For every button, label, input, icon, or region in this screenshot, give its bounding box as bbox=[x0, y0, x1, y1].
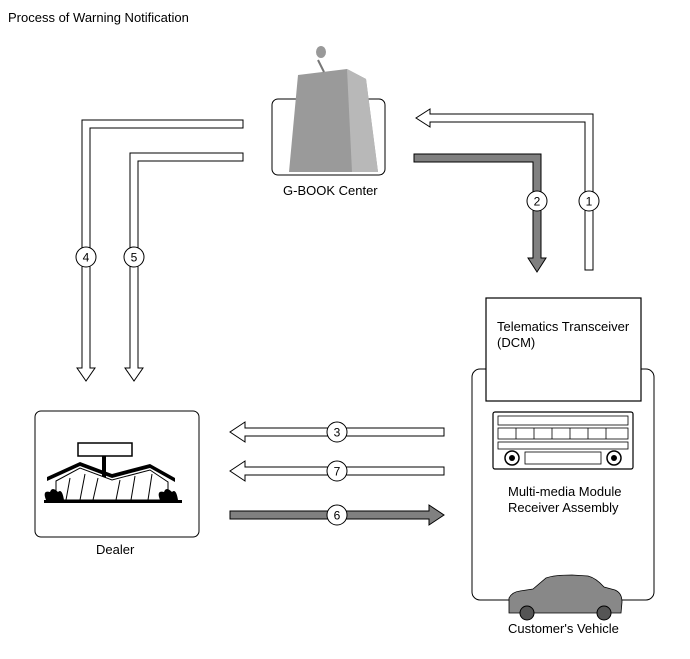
arrow-step-1 bbox=[415, 108, 594, 271]
step-badge-1: 1 bbox=[578, 190, 600, 212]
car-icon bbox=[508, 574, 623, 621]
transceiver-label-line2: (DCM) bbox=[497, 335, 536, 350]
svg-text:1: 1 bbox=[586, 195, 593, 209]
step-badge-3: 3 bbox=[326, 421, 348, 443]
dealer-building-icon bbox=[44, 442, 182, 503]
dealer-label: Dealer bbox=[96, 542, 135, 557]
svg-text:2: 2 bbox=[534, 195, 541, 209]
receiver-label-line1: Multi-media Module bbox=[508, 484, 622, 499]
arrow-step-5 bbox=[124, 152, 244, 382]
step-badge-4: 4 bbox=[75, 246, 97, 268]
telematics-transceiver-box bbox=[485, 297, 642, 402]
svg-text:7: 7 bbox=[334, 465, 341, 479]
step-badge-2: 2 bbox=[526, 190, 548, 212]
page-title: Process of Warning Notification bbox=[8, 10, 189, 25]
svg-text:4: 4 bbox=[83, 251, 90, 265]
step-badge-5: 5 bbox=[123, 246, 145, 268]
svg-text:3: 3 bbox=[334, 426, 341, 440]
gbook-center-label: G-BOOK Center bbox=[283, 183, 378, 198]
receiver-assembly-icon bbox=[492, 411, 634, 470]
customer-vehicle-label: Customer's Vehicle bbox=[508, 621, 619, 636]
arrow-step-4 bbox=[76, 119, 244, 382]
svg-text:6: 6 bbox=[334, 509, 341, 523]
step-badge-6: 6 bbox=[326, 504, 348, 526]
step-badge-7: 7 bbox=[326, 460, 348, 482]
transceiver-label-line1: Telematics Transceiver bbox=[497, 319, 630, 334]
svg-text:5: 5 bbox=[131, 251, 138, 265]
arrow-step-2 bbox=[413, 153, 547, 273]
gbook-tower-icon bbox=[289, 46, 378, 172]
receiver-label-line2: Receiver Assembly bbox=[508, 500, 619, 515]
